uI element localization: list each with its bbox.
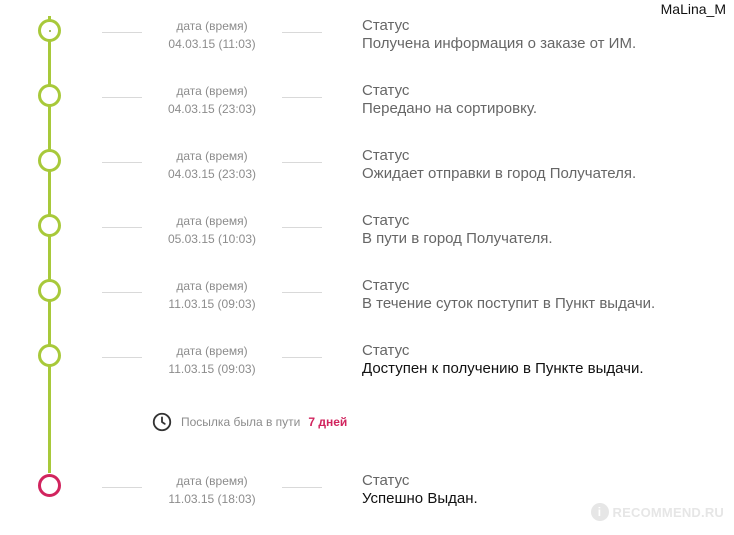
status-text: Успешно Выдан. bbox=[362, 490, 478, 507]
date-left-line bbox=[102, 292, 142, 293]
timeline-event: дата (время) 11.03.15 (09:03) Статус Дос… bbox=[0, 342, 734, 384]
date-left-line bbox=[102, 162, 142, 163]
status-label: Статус bbox=[362, 277, 410, 294]
status-text: В течение суток поступит в Пункт выдачи. bbox=[362, 295, 656, 312]
date-value: 05.03.15 (10:03) bbox=[167, 232, 257, 246]
date-value: 11.03.15 (09:03) bbox=[168, 297, 256, 311]
date-label: дата (время) bbox=[176, 474, 248, 488]
date-left-line bbox=[102, 32, 142, 33]
transit-summary: Посылка была в пути 7 дней bbox=[151, 409, 347, 435]
date-value: 04.03.15 (11:03) bbox=[168, 37, 256, 51]
timeline-dot bbox=[38, 214, 61, 237]
timeline-dot bbox=[38, 279, 61, 302]
status-label: Статус bbox=[362, 82, 410, 99]
clock-icon bbox=[152, 412, 172, 432]
date-right-line bbox=[282, 97, 322, 98]
status-label: Статус bbox=[362, 212, 410, 229]
date-label: дата (время) bbox=[176, 19, 248, 33]
timeline-event: дата (время) 04.03.15 (23:03) Статус Пер… bbox=[0, 82, 734, 124]
timeline-event: дата (время) 04.03.15 (23:03) Статус Ожи… bbox=[0, 147, 734, 189]
timeline-dot bbox=[38, 84, 61, 107]
date-right-line bbox=[282, 162, 322, 163]
date-left-line bbox=[102, 97, 142, 98]
date-label: дата (время) bbox=[176, 149, 248, 163]
date-value: 04.03.15 (23:03) bbox=[167, 167, 257, 181]
dot-center bbox=[49, 30, 51, 32]
date-right-line bbox=[282, 292, 322, 293]
status-text: Передано на сортировку. bbox=[362, 100, 537, 117]
timeline-dot bbox=[38, 344, 61, 367]
watermark-text: RECOMMEND.RU bbox=[612, 504, 724, 520]
status-label: Статус bbox=[362, 342, 410, 359]
status-label: Статус bbox=[362, 472, 410, 489]
status-label: Статус bbox=[362, 17, 410, 34]
date-right-line bbox=[282, 32, 322, 33]
status-label: Статус bbox=[362, 147, 410, 164]
date-left-line bbox=[102, 227, 142, 228]
status-text: В пути в город Получателя. bbox=[362, 230, 553, 247]
watermark: i RECOMMEND.RU bbox=[590, 503, 724, 521]
timeline-dot bbox=[38, 19, 61, 42]
date-value: 11.03.15 (09:03) bbox=[168, 362, 256, 376]
transit-text: Посылка была в пути bbox=[181, 415, 301, 429]
username: MaLina_M bbox=[660, 1, 726, 17]
date-right-line bbox=[282, 487, 322, 488]
timeline-dot bbox=[38, 149, 61, 172]
timeline-line bbox=[48, 16, 51, 473]
date-value: 11.03.15 (18:03) bbox=[168, 492, 256, 506]
status-text: Доступен к получению в Пункте выдачи. bbox=[362, 360, 644, 377]
status-text: Получена информация о заказе от ИМ. bbox=[362, 35, 637, 52]
date-right-line bbox=[282, 227, 322, 228]
watermark-mark: i bbox=[590, 503, 609, 521]
timeline-dot-final bbox=[38, 474, 61, 497]
date-left-line bbox=[102, 357, 142, 358]
date-label: дата (время) bbox=[176, 344, 248, 358]
status-text: Ожидает отправки в город Получателя. bbox=[362, 165, 637, 182]
timeline-event: дата (время) 04.03.15 (11:03) Статус Пол… bbox=[0, 17, 734, 59]
date-left-line bbox=[102, 487, 142, 488]
date-value: 04.03.15 (23:03) bbox=[167, 102, 257, 116]
transit-days: 7 дней bbox=[308, 415, 348, 429]
timeline-event: дата (время) 05.03.15 (10:03) Статус В п… bbox=[0, 212, 734, 254]
date-label: дата (время) bbox=[176, 279, 248, 293]
date-right-line bbox=[282, 357, 322, 358]
date-label: дата (время) bbox=[176, 214, 248, 228]
date-label: дата (время) bbox=[176, 84, 248, 98]
timeline-event: дата (время) 11.03.15 (09:03) Статус В т… bbox=[0, 277, 734, 319]
timeline-event-final: дата (время) 11.03.15 (18:03) Статус Усп… bbox=[0, 472, 734, 514]
